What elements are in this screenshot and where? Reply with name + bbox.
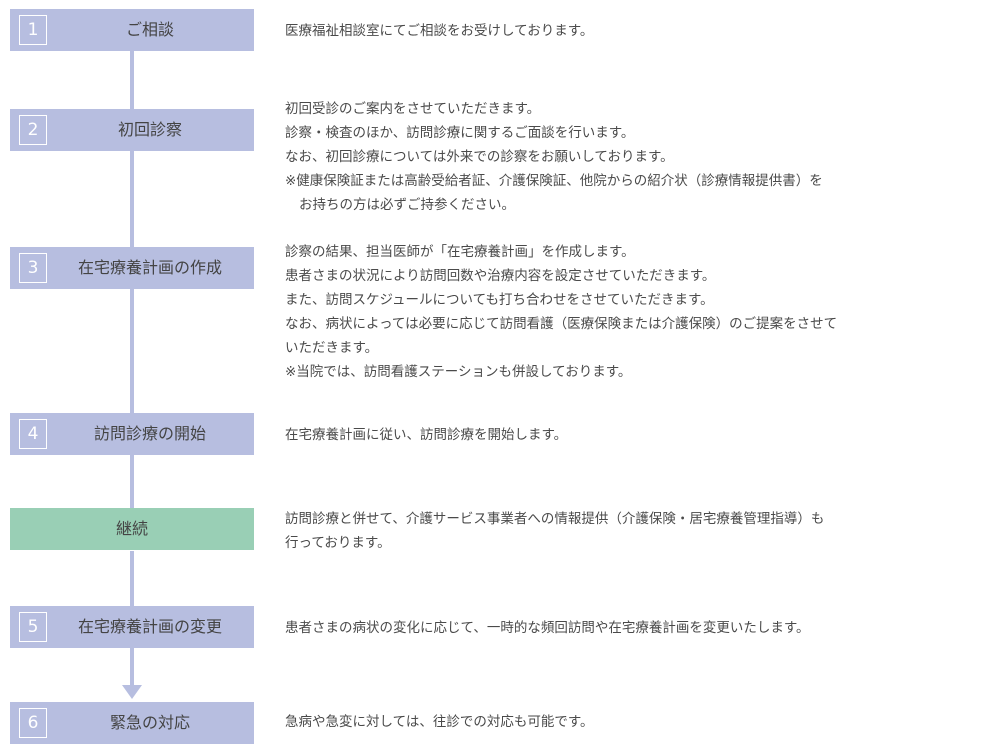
description-line: 行っております。	[285, 535, 391, 551]
step-3-box: 3 在宅療養計画の作成	[10, 247, 254, 289]
description-line: いただきます。	[285, 340, 379, 356]
description-line: 在宅療養計画に従い、訪問診療を開始します。	[285, 427, 568, 443]
description-line: 診察・検査のほか、訪問診療に関するご面談を行います。	[285, 125, 635, 141]
step-1-description: 医療福祉相談室にてご相談をお受けしております。	[285, 19, 975, 43]
description-line: 初回受診のご案内をさせていただきます。	[285, 101, 541, 117]
step-4-box: 4 訪問診療の開始	[10, 413, 254, 455]
description-line: また、訪問スケジュールについても打ち合わせをさせていただきます。	[285, 292, 714, 308]
step-5-description: 患者さまの病状の変化に応じて、一時的な頻回訪問や在宅療養計画を変更いたします。	[285, 616, 975, 640]
step-number: 3	[19, 253, 47, 283]
step-6-box: 6 緊急の対応	[10, 702, 254, 744]
continue-box: 継続	[10, 508, 254, 550]
continue-description: 訪問診療と併せて、介護サービス事業者への情報提供（介護保険・居宅療養管理指導）も…	[285, 507, 975, 555]
step-1-box: 1 ご相談	[10, 9, 254, 51]
description-line: 訪問診療と併せて、介護サービス事業者への情報提供（介護保険・居宅療養管理指導）も	[285, 511, 825, 527]
description-line: ※当院では、訪問看護ステーションも併設しております。	[285, 364, 632, 380]
description-line: なお、病状によっては必要に応じて訪問看護（医療保険または介護保険）のご提案をさせ…	[285, 316, 838, 332]
connector-line	[130, 288, 134, 414]
description-line: 医療福祉相談室にてご相談をお受けしております。	[285, 23, 594, 39]
description-line: 急病や急変に対しては、往診での対応も可能です。	[285, 714, 594, 730]
step-3-description: 診察の結果、担当医師が「在宅療養計画」を作成します。 患者さまの状況により訪問回…	[285, 240, 975, 384]
description-line: ※健康保険証または高齢受給者証、介護保険証、他院からの紹介状（診療情報提供書）を	[285, 173, 823, 189]
step-title: ご相談	[125, 20, 174, 39]
description-line: 患者さまの病状の変化に応じて、一時的な頻回訪問や在宅療養計画を変更いたします。	[285, 620, 810, 636]
step-6-description: 急病や急変に対しては、往診での対応も可能です。	[285, 710, 975, 734]
arrow-down-icon	[122, 685, 142, 699]
connector-line	[130, 50, 134, 112]
description-line: 診察の結果、担当医師が「在宅療養計画」を作成します。	[285, 244, 635, 260]
step-number: 6	[19, 708, 47, 738]
step-2-box: 2 初回診察	[10, 109, 254, 151]
step-number: 5	[19, 612, 47, 642]
step-number: 2	[19, 115, 47, 145]
description-line: なお、初回診療については外来での診察をお願いしております。	[285, 149, 674, 165]
step-number: 1	[19, 15, 47, 45]
connector-line	[130, 150, 134, 248]
step-title: 在宅療養計画の作成	[77, 258, 222, 277]
step-title: 初回診察	[117, 120, 182, 139]
connector-line	[130, 647, 134, 687]
step-title: 訪問診療の開始	[93, 424, 206, 443]
description-line: 患者さまの状況により訪問回数や治療内容を設定させていただきます。	[285, 268, 716, 284]
connector-line	[130, 551, 134, 607]
step-4-description: 在宅療養計画に従い、訪問診療を開始します。	[285, 423, 975, 447]
step-number: 4	[19, 419, 47, 449]
step-title: 緊急の対応	[109, 713, 190, 732]
step-5-box: 5 在宅療養計画の変更	[10, 606, 254, 648]
connector-line	[130, 454, 134, 508]
step-2-description: 初回受診のご案内をさせていただきます。 診察・検査のほか、訪問診療に関するご面談…	[285, 97, 975, 217]
description-line: お持ちの方は必ずご持参ください。	[299, 197, 515, 213]
step-title: 継続	[115, 519, 148, 538]
step-title: 在宅療養計画の変更	[77, 617, 222, 636]
